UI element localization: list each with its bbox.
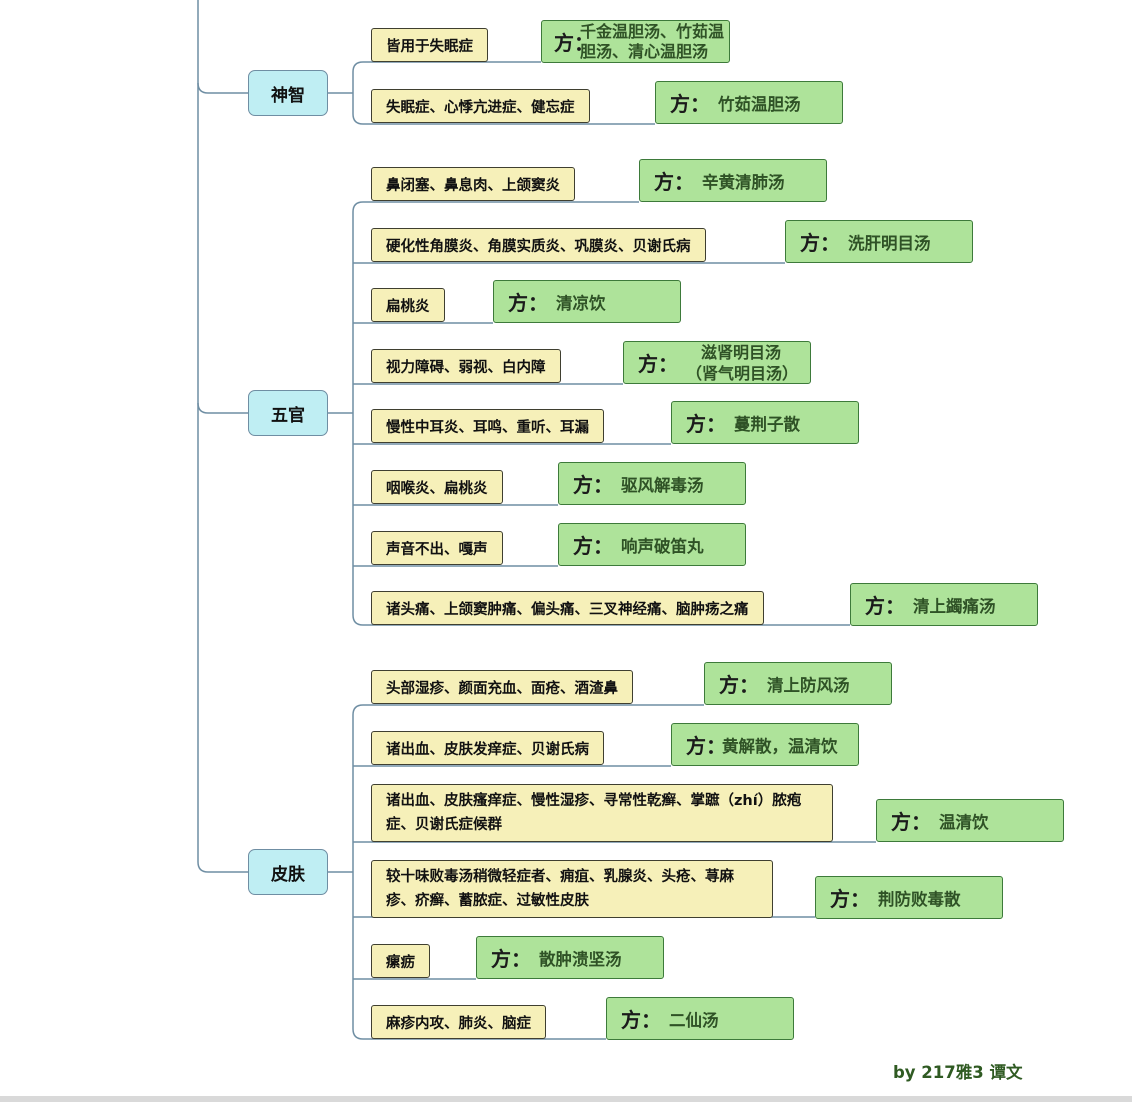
prescription-name: 千金温胆汤、竹茹温胆汤、清心温胆汤	[580, 21, 725, 61]
prescription-name: 驱风解毒汤	[621, 475, 704, 495]
fang-prefix: 方：	[573, 534, 613, 558]
fang-prefix: 方：	[670, 92, 710, 116]
symptom-node: 硬化性角膜炎、角膜实质炎、巩膜炎、贝谢氏病	[371, 228, 706, 262]
symptom-node: 视力障碍、弱视、白内障	[371, 349, 561, 383]
fang-prefix: 方：	[638, 352, 678, 376]
symptom-node: 瘰疬	[371, 944, 430, 978]
prescription-node: 方： 黄解散，温清饮	[671, 723, 859, 766]
fang-prefix: 方：	[686, 734, 726, 758]
prescription-name: 响声破笛丸	[621, 536, 704, 556]
prescription-node: 方： 滋肾明目汤（肾气明目汤）	[623, 341, 811, 384]
symptom-node: 诸出血、皮肤瘙痒症、慢性湿疹、寻常性乾癣、掌蹠（zhí）脓疱症、贝谢氏症候群	[371, 784, 833, 842]
symptom-node: 鼻闭塞、鼻息肉、上颌窦炎	[371, 167, 575, 201]
prescription-name: 荆防败毒散	[878, 889, 961, 909]
prescription-node: 方： 清凉饮	[493, 280, 681, 323]
fang-prefix: 方：	[554, 31, 594, 55]
symptom-node: 声音不出、嘎声	[371, 531, 503, 565]
prescription-node: 方： 清上防风汤	[704, 662, 892, 705]
prescription-name: 散肿溃坚汤	[539, 949, 622, 969]
prescription-node: 方： 洗肝明目汤	[785, 220, 973, 263]
fang-prefix: 方：	[686, 412, 726, 436]
horizontal-scrollbar-track[interactable]	[0, 1096, 1132, 1102]
prescription-node: 方： 蔓荆子散	[671, 401, 859, 444]
prescription-name: 辛黄清肺汤	[702, 172, 785, 192]
symptom-node: 慢性中耳炎、耳鸣、重听、耳漏	[371, 409, 604, 443]
prescription-name: 洗肝明目汤	[848, 233, 931, 253]
category-node-pifu: 皮肤	[248, 849, 328, 895]
category-node-wuguan: 五官	[248, 390, 328, 436]
prescription-node: 方： 驱风解毒汤	[558, 462, 746, 505]
author-credit: by 217雅3 谭文	[893, 1063, 1023, 1082]
prescription-node: 方： 辛黄清肺汤	[639, 159, 827, 202]
symptom-node: 麻疹内攻、肺炎、脑症	[371, 1005, 546, 1039]
fang-prefix: 方：	[800, 231, 840, 255]
fang-prefix: 方：	[830, 887, 870, 911]
prescription-node: 方： 二仙汤	[606, 997, 794, 1040]
prescription-node: 方： 响声破笛丸	[558, 523, 746, 566]
fang-prefix: 方：	[573, 473, 613, 497]
symptom-node: 诸头痛、上颌窦肿痛、偏头痛、三叉神经痛、脑肿疡之痛	[371, 591, 764, 625]
fang-prefix: 方：	[621, 1008, 661, 1032]
symptom-node: 咽喉炎、扁桃炎	[371, 470, 503, 504]
symptom-node: 头部湿疹、颜面充血、面疮、酒渣鼻	[371, 670, 633, 704]
prescription-name: 蔓荆子散	[734, 414, 800, 434]
prescription-name: 清上蠲痛汤	[913, 596, 996, 616]
symptom-node: 较十味败毒汤稍微轻症者、痈疽、乳腺炎、头疮、荨麻疹、疥癣、蓄脓症、过敏性皮肤	[371, 860, 773, 918]
prescription-name: 竹茹温胆汤	[718, 94, 801, 114]
prescription-node: 方： 温清饮	[876, 799, 1064, 842]
prescription-name: 清上防风汤	[767, 675, 850, 695]
fang-prefix: 方：	[719, 673, 759, 697]
prescription-name: 黄解散，温清饮	[722, 736, 838, 756]
symptom-node: 失眠症、心悸亢进症、健忘症	[371, 89, 590, 123]
fang-prefix: 方：	[865, 594, 905, 618]
prescription-node: 方： 荆防败毒散	[815, 876, 1003, 919]
category-node-shenzhi: 神智	[248, 70, 328, 116]
fang-prefix: 方：	[891, 810, 931, 834]
prescription-node: 方： 清上蠲痛汤	[850, 583, 1038, 626]
prescription-node: 方： 千金温胆汤、竹茹温胆汤、清心温胆汤	[541, 20, 730, 63]
prescription-name: 滋肾明目汤（肾气明目汤）	[686, 342, 799, 383]
prescription-name: 温清饮	[939, 812, 989, 832]
fang-prefix: 方：	[654, 170, 694, 194]
symptom-node: 皆用于失眠症	[371, 28, 488, 62]
symptom-node: 诸出血、皮肤发痒症、贝谢氏病	[371, 731, 604, 765]
prescription-name: 二仙汤	[669, 1010, 719, 1030]
symptom-node: 扁桃炎	[371, 288, 445, 322]
prescription-node: 方： 散肿溃坚汤	[476, 936, 664, 979]
prescription-node: 方： 竹茹温胆汤	[655, 81, 843, 124]
fang-prefix: 方：	[491, 947, 531, 971]
prescription-name: 清凉饮	[556, 293, 606, 313]
fang-prefix: 方：	[508, 291, 548, 315]
